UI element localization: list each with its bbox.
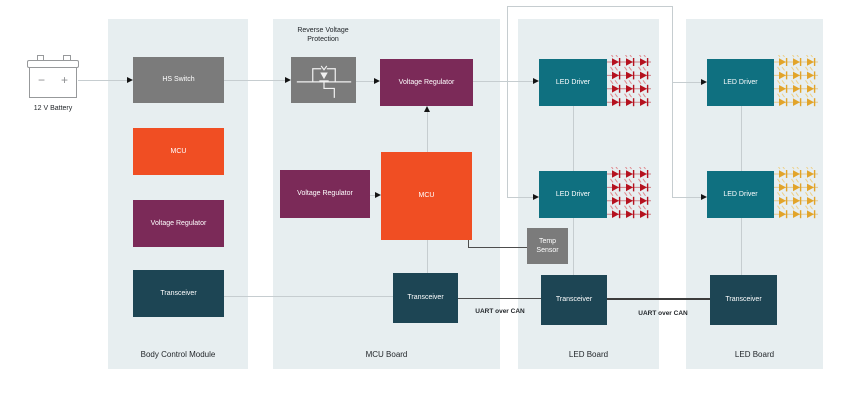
arrowhead-into-mcu [375,192,381,198]
block-bcm-voltage-regulator: Voltage Regulator [133,200,224,247]
uart-over-can-label-1: UART over CAN [475,308,525,315]
block-mcu-board-transceiver: Transceiver [393,273,458,323]
reverse-voltage-protection-label: Reverse Voltage Protection [297,27,349,43]
block-bcm-transceiver: Transceiver [133,270,224,317]
connector-drop2-leddriver1 [672,82,704,83]
connector-led1-driver-chain [573,106,574,171]
connector-drop1-leddriver2 [507,197,536,198]
connector-bcm-mcu-transceiver [224,296,393,297]
connector-led1-driver-transceiver [573,218,574,275]
block-led1-transceiver: Transceiver [541,275,607,325]
connector-mcu-tempsensor-h [468,247,527,248]
connector-led2-driver-transceiver [741,218,742,275]
amber-led-matrix-bottom-icon [774,165,820,221]
block-led2-driver-top: LED Driver [707,59,774,106]
block-led2-driver-bottom: LED Driver [707,171,774,218]
amber-led-matrix-top-icon [774,53,820,109]
connector-rail-drop-2 [672,6,673,197]
connector-hsswitch-rvp [224,80,288,81]
mosfet-symbol-icon [296,65,351,98]
uart-over-can-label-2: UART over CAN [638,310,688,317]
block-led1-driver-top: LED Driver [539,59,607,106]
panel-label-mcu-board: MCU Board [365,350,408,359]
panel-label-led-board-2: LED Board [734,350,775,359]
battery-minus-sign: − [38,73,46,87]
block-mcu-board-mcu: MCU [381,152,472,240]
block-mcu-board-voltage-regulator-aux: Voltage Regulator [280,170,370,218]
connector-vregaux-mcu [370,195,378,196]
connector-led2-driver-chain [741,106,742,171]
battery-label: 12 V Battery [33,105,73,112]
arrowhead-into-hsswitch [127,77,133,83]
arrowhead-into-rvp [285,77,291,83]
connector-rail-drop-1 [507,6,508,197]
block-led2-transceiver: Transceiver [710,275,777,325]
connector-uart-can-1 [458,298,541,299]
connector-mcu-transceiver [427,240,428,273]
panel-label-led-board-1: LED Board [568,350,609,359]
connector-mcu-tempsensor-v [468,240,469,247]
arrowhead-into-vregmain-bottom [424,106,430,112]
block-bcm-mcu: MCU [133,128,224,175]
block-reverse-voltage-protection [291,57,356,103]
connector-battery-hsswitch [78,80,131,81]
arrowhead-into-led1-driver-bottom [533,194,539,200]
block-bcm-hs-switch: HS Switch [133,57,224,103]
arrowhead-into-led1-driver-top [533,78,539,84]
arrowhead-into-led2-driver-bottom [701,194,707,200]
connector-mcu-vregmain [427,112,428,152]
battery-plus-sign: + [61,73,69,87]
connector-top-rail [507,6,672,7]
block-led1-temp-sensor: Temp Sensor [527,228,568,264]
arrowhead-into-led2-driver-top [701,79,707,85]
arrowhead-into-vregmain [374,78,380,84]
block-led1-driver-bottom: LED Driver [539,171,607,218]
red-led-matrix-top-icon [607,53,653,109]
panel-label-bcm: Body Control Module [140,350,216,359]
red-led-matrix-bottom-icon [607,165,653,221]
connector-rvp-vreg [356,81,377,82]
connector-uart-can-2 [607,298,710,300]
connector-vreg-leddriver1 [473,81,536,82]
block-mcu-board-voltage-regulator-main: Voltage Regulator [380,59,473,106]
connector-drop2-leddriver2 [672,197,704,198]
